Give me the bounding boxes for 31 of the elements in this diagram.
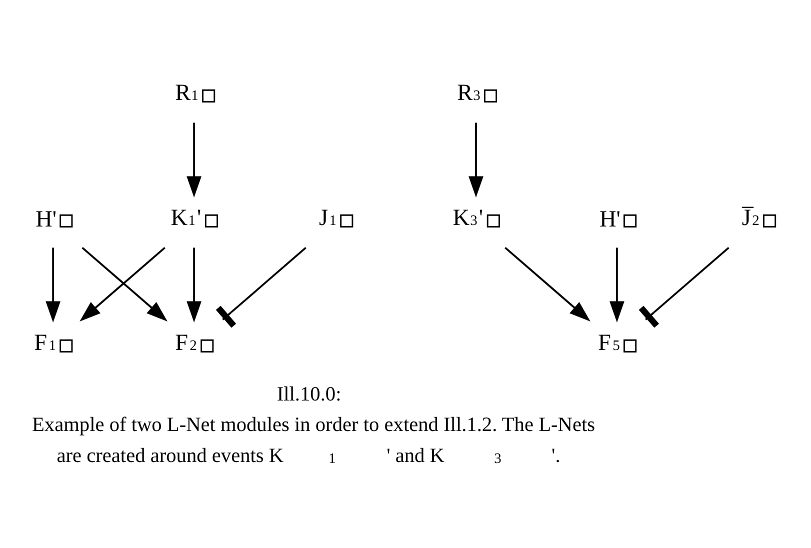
node-box bbox=[202, 89, 216, 103]
node-box bbox=[624, 214, 637, 228]
arrow bbox=[468, 122, 484, 198]
arrow bbox=[186, 248, 202, 322]
arrow bbox=[610, 248, 624, 322]
arrow bbox=[46, 248, 61, 322]
node-box bbox=[60, 339, 73, 352]
node-label: R3 bbox=[457, 80, 480, 106]
node-label: F5 bbox=[598, 330, 620, 356]
node-label: F1 bbox=[34, 330, 56, 356]
arrow bbox=[504, 246, 590, 322]
connector bbox=[216, 246, 306, 328]
node-label: J1 bbox=[319, 205, 336, 232]
diagram-title: Ill.10.0: bbox=[276, 384, 342, 406]
node-box bbox=[624, 339, 637, 352]
node-box bbox=[484, 89, 498, 103]
node-label: R1 bbox=[175, 80, 198, 106]
node-box bbox=[60, 214, 73, 228]
connector bbox=[638, 246, 730, 328]
node-label: H' bbox=[36, 206, 57, 232]
node-label: J̅2 bbox=[742, 205, 760, 232]
node-box bbox=[763, 214, 776, 228]
node-label: F2 bbox=[175, 330, 197, 356]
node-box bbox=[204, 214, 218, 228]
arrow bbox=[186, 122, 202, 198]
node-box bbox=[486, 214, 500, 228]
node-label: K1' bbox=[170, 205, 202, 232]
node-box bbox=[200, 339, 214, 352]
node-box bbox=[340, 214, 354, 228]
node-label: H' bbox=[600, 206, 620, 232]
node-label: K3' bbox=[452, 205, 484, 232]
